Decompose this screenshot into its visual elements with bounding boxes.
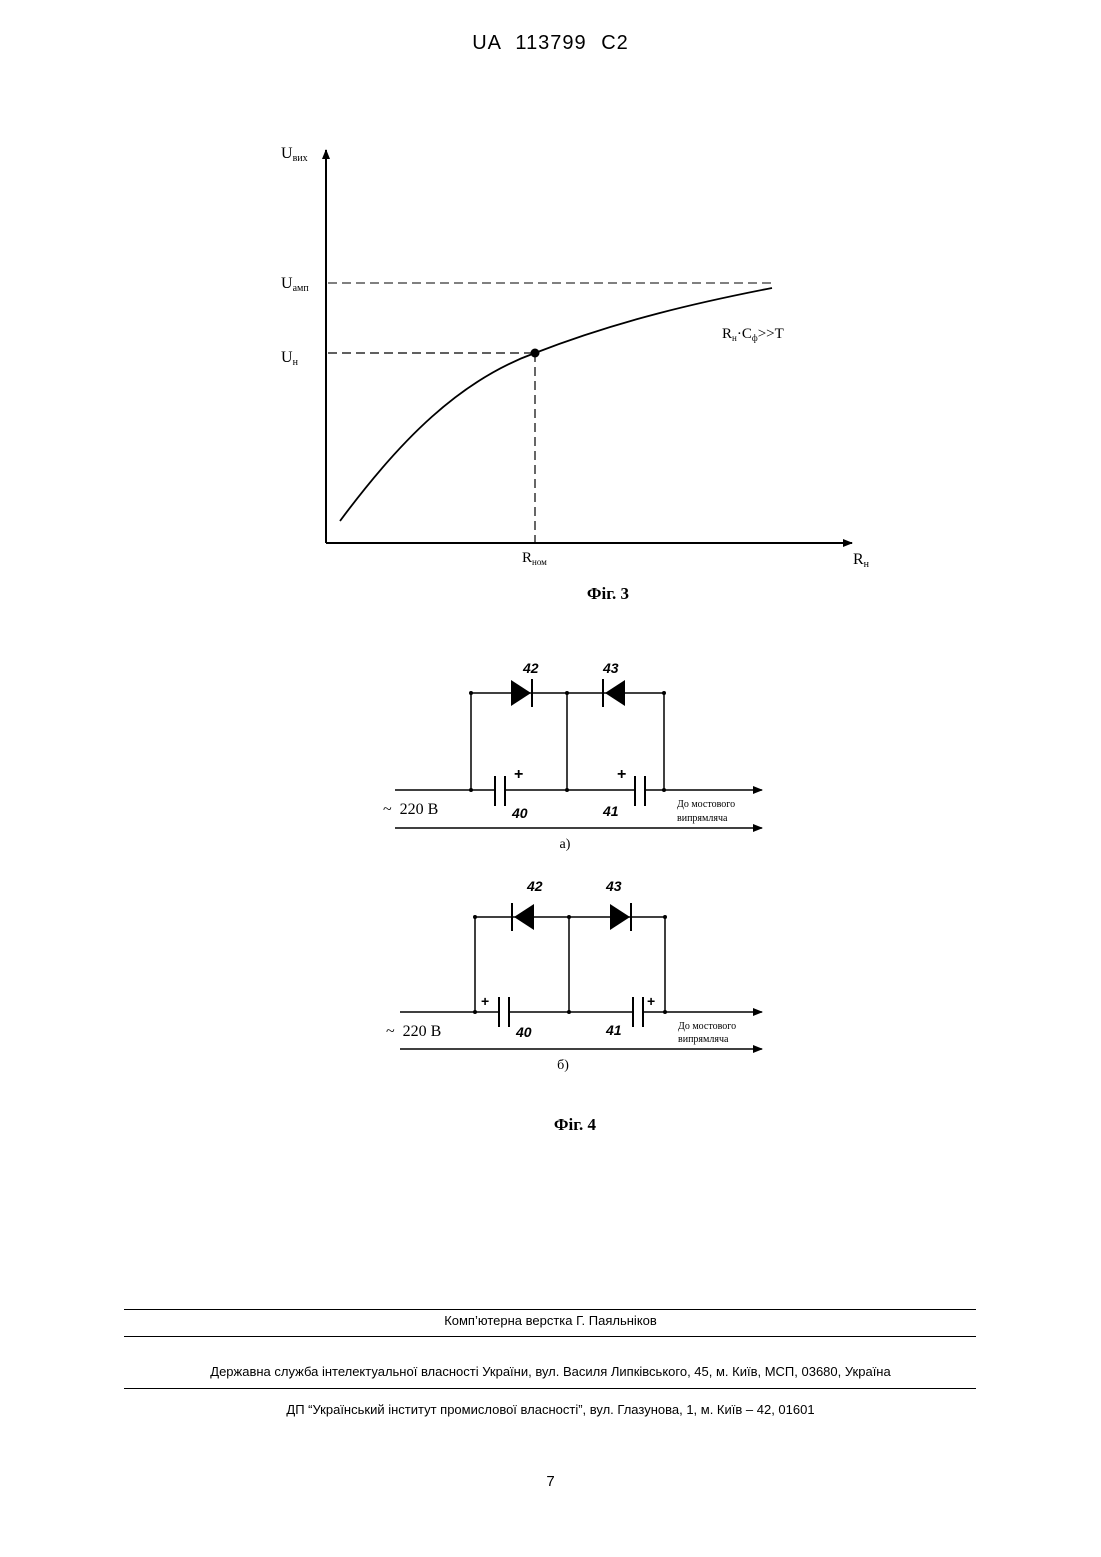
fig4a-source-label: ~ 220 В [383,801,438,818]
footer-rule-bottom [124,1388,976,1389]
fig4a-capacitor-41-plus: + [617,766,626,783]
fig3-caption: Фіг. 3 [587,584,629,603]
fig4b-diode-42-label: 42 [526,878,543,894]
fig4a-capacitor-40-label: 40 [511,805,528,821]
fig4b-capacitor-40-label: 40 [515,1024,532,1040]
fig3-x-axis-label: Rн [853,551,870,570]
fig4b-capacitor-40-plus: + [481,993,489,1009]
fig4b-destination-label-2: випрямляча [678,1034,729,1045]
footer-rule-top [124,1309,976,1310]
fig4a-diode-42-label: 42 [522,660,539,676]
fig4a-junction-6 [662,691,666,695]
fig4-caption: Фіг. 4 [554,1115,597,1134]
fig4b-junction-1 [473,1010,477,1014]
fig4b-junction-2 [567,1010,571,1014]
fig3-u-n-label: Uн [281,349,299,368]
fig4b-diode-42 [514,904,534,930]
fig4b-diode-43 [610,904,630,930]
fig3-y-axis-label: Uвих [281,145,308,164]
fig4a-capacitor-40-plus: + [514,766,523,783]
fig4b-junction-4 [473,915,477,919]
fig4a-label: а) [560,837,571,852]
fig4b-junction-6 [663,915,667,919]
page-number: 7 [0,1473,1101,1490]
fig3-graph: Uвих Uамп Uн Rном Rн Rн·Cф>>T [281,145,870,570]
fig4a-circuit: 42 43 + + 40 41 ~ 220 В До мостового вип… [383,660,762,852]
fig3-u-amp-label: Uамп [281,275,309,294]
fig4b-junction-3 [663,1010,667,1014]
fig4a-diode-43 [605,680,625,706]
fig4a-destination-label-2: випрямляча [677,813,728,824]
fig4b-capacitor-41-plus: + [647,993,655,1009]
fig3-condition-label: Rн·Cф>>T [722,326,784,343]
fig4b-capacitor-41-label: 41 [605,1022,622,1038]
fig4b-diode-43-label: 43 [605,878,622,894]
fig4a-junction-4 [469,691,473,695]
fig4a-diode-43-label: 43 [602,660,619,676]
footer-agency-address: Державна служба інтелектуальної власност… [0,1364,1101,1379]
fig3-r-nom-label: Rном [522,550,547,567]
fig4b-circuit: 42 43 + + 40 41 ~ 220 В До мостового вип… [386,878,762,1073]
fig3-output-curve [340,288,772,521]
fig3-operating-point [531,349,540,358]
footer-typesetting: Комп’ютерна верстка Г. Паяльніков [0,1313,1101,1328]
fig4a-destination-label-1: До мостового [677,799,735,810]
fig4b-destination-label-1: До мостового [678,1021,736,1032]
fig4b-source-label: ~ 220 В [386,1023,441,1040]
fig4b-junction-5 [567,915,571,919]
fig4a-junction-2 [565,788,569,792]
fig4a-junction-1 [469,788,473,792]
fig4a-junction-5 [565,691,569,695]
fig4a-diode-42 [511,680,531,706]
fig4a-junction-3 [662,788,666,792]
fig4b-label: б) [557,1058,569,1073]
fig4a-capacitor-41-label: 41 [602,803,619,819]
footer-institute-address: ДП “Український інститут промислової вла… [0,1402,1101,1417]
footer-rule-middle [124,1336,976,1337]
